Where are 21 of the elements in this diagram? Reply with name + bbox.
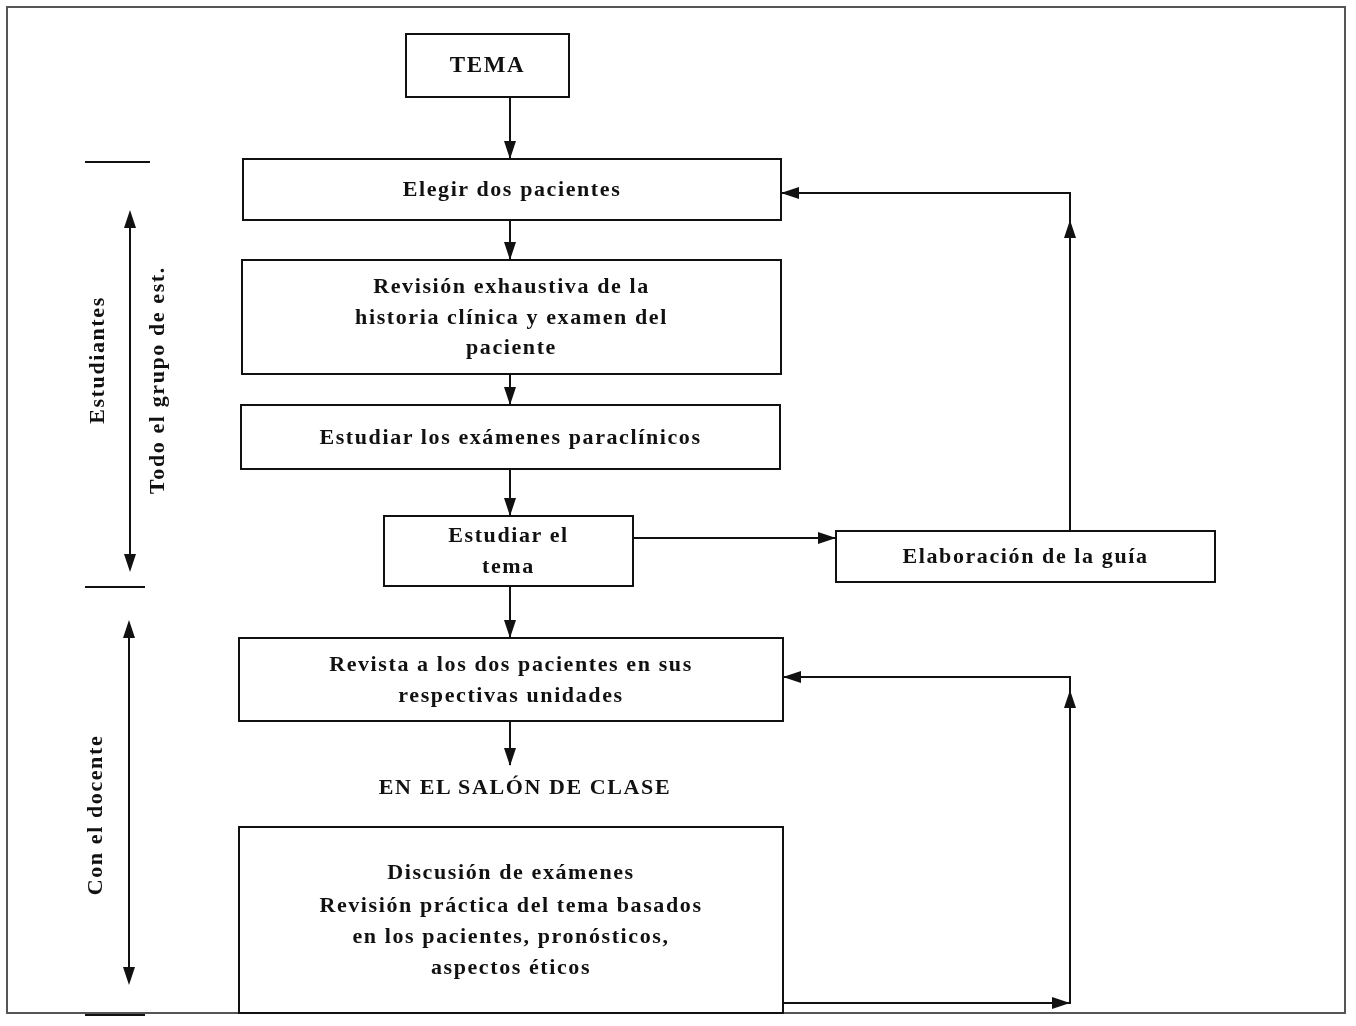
process-box <box>835 530 1216 583</box>
process-box <box>238 637 784 722</box>
box-text: Discusión de exámenes <box>387 858 635 887</box>
process-box <box>383 515 634 587</box>
box-text: Estudiar los exámenes paraclínicos <box>319 422 702 451</box>
process-box <box>240 404 781 470</box>
box-text: Estudiar el tema <box>447 521 570 580</box>
box-text: Elaboración de la guía <box>902 542 1149 571</box>
side-label: Todo el grupo de est. <box>144 266 170 494</box>
side-label: Estudiantes <box>84 296 110 424</box>
box-text: TEMA <box>449 51 526 80</box>
process-box <box>405 33 570 98</box>
side-label: Con el docente <box>82 734 108 896</box>
process-box <box>241 259 782 375</box>
section-heading: EN EL SALÓN DE CLASE <box>378 772 672 801</box>
box-text: Revisión práctica del tema basados en los pacientes, pronósticos, aspectos éticos <box>318 891 704 981</box>
process-box <box>242 158 782 221</box>
box-text: Revista a los dos pacientes en sus respectivas unidades <box>328 649 694 709</box>
box-text: Elegir dos pacientes <box>402 175 622 204</box>
process-box <box>238 826 784 1014</box>
box-text: Revisión exhaustiva de la historia clínica y examen del paciente <box>354 271 669 362</box>
